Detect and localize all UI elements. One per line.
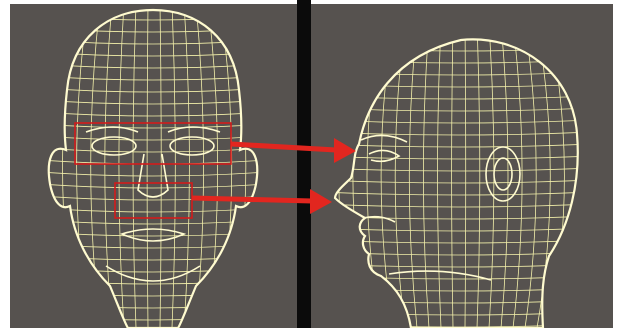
- panel-divider: [297, 0, 311, 328]
- panel-background: [10, 4, 297, 328]
- front-head-wireframe: [10, 4, 297, 328]
- profile-head-wireframe: [311, 4, 613, 328]
- profile-view-panel: [311, 4, 613, 328]
- front-view-panel: [10, 4, 297, 328]
- panel-background: [311, 4, 613, 328]
